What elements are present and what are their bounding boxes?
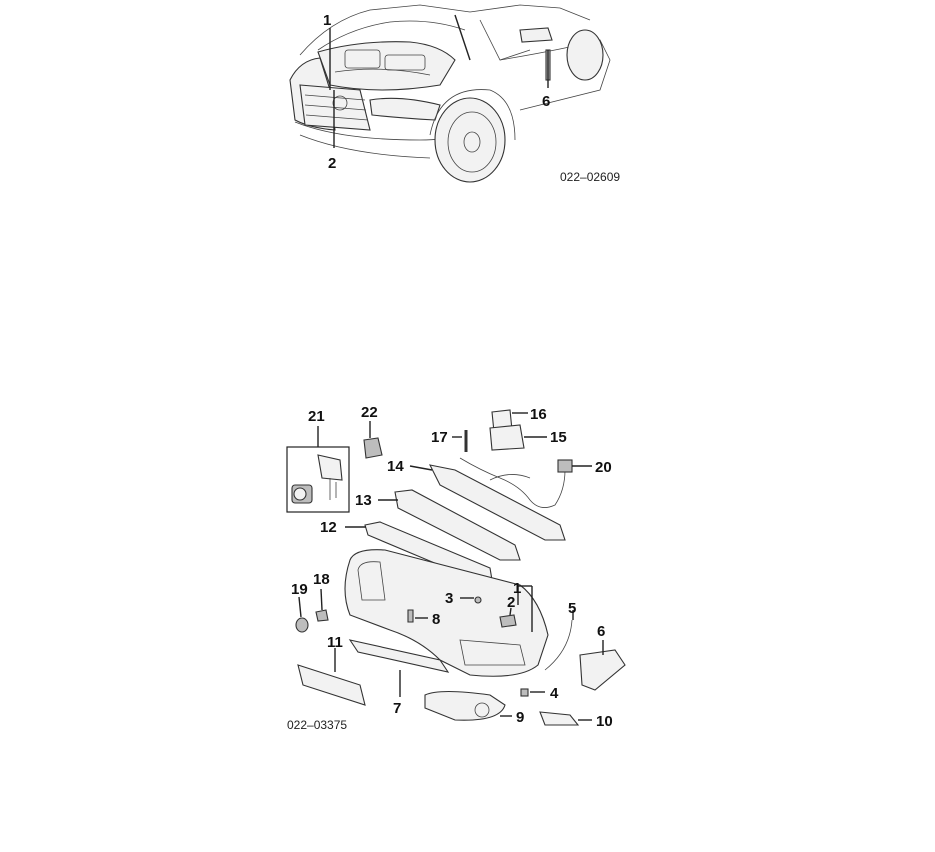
figure-reference-bottom: 022–03375 xyxy=(287,718,347,732)
callout-8: 8 xyxy=(432,611,440,628)
vehicle-illustration xyxy=(289,4,611,183)
callout-2: 2 xyxy=(507,594,515,611)
callout-12: 12 xyxy=(320,519,337,536)
callout-15: 15 xyxy=(550,429,567,446)
figure-reference-top: 022–02609 xyxy=(560,170,620,184)
callout-top-2: 2 xyxy=(328,155,336,172)
callout-10: 10 xyxy=(596,713,613,730)
callout-22: 22 xyxy=(361,404,378,421)
callout-14: 14 xyxy=(387,458,404,475)
callout-3: 3 xyxy=(445,590,453,607)
callout-21: 21 xyxy=(308,408,325,425)
callout-11: 11 xyxy=(327,634,343,651)
callout-4: 4 xyxy=(550,685,559,702)
callout-6: 6 xyxy=(597,623,605,640)
callout-7: 7 xyxy=(393,700,401,717)
callout-1: 1 xyxy=(513,580,521,597)
callout-5: 5 xyxy=(568,600,576,617)
callout-18: 18 xyxy=(313,571,330,588)
callout-13: 13 xyxy=(355,492,372,509)
callout-top-1: 1 xyxy=(323,12,331,29)
callout-16: 16 xyxy=(530,406,547,423)
callout-20: 20 xyxy=(595,459,612,476)
callout-19: 19 xyxy=(291,581,308,598)
callout-top-6: 6 xyxy=(542,93,550,110)
exploded-view xyxy=(286,409,626,726)
callout-17: 17 xyxy=(431,429,448,446)
callout-9: 9 xyxy=(516,709,524,726)
